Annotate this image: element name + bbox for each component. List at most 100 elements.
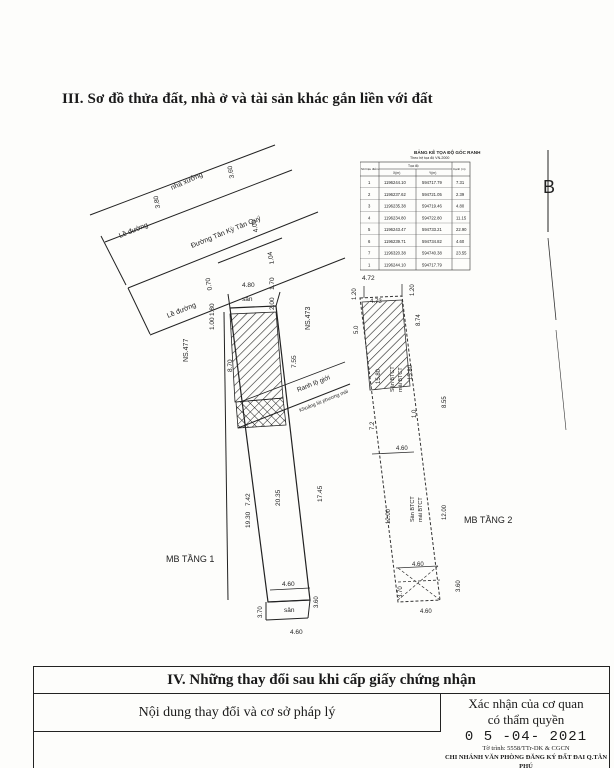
coord-cell-y: 594733.21	[422, 227, 442, 232]
f2-dim-120b: 1.20	[410, 284, 416, 296]
coord-cell-e: 23.55	[456, 251, 467, 256]
dim-170: 1.70	[269, 277, 276, 290]
f2-dim-460b: 4.60	[412, 562, 424, 568]
coord-cell-x: 1196243.47	[384, 227, 406, 232]
coord-header-x: X(m)	[393, 171, 400, 175]
f2-dim-855: 8.55	[442, 396, 448, 408]
label-le-duong-1: Lề đường	[117, 220, 149, 240]
changes-column-header: Nội dung thay đổi và cơ sở pháp lý	[34, 693, 441, 732]
site-plan-drawing: B nhà xưởng Lề đường Đường Tân Kỳ Tân Qu…	[89, 144, 567, 636]
coord-cell-y: 594717.79	[422, 262, 442, 267]
coord-header-edge: Cạnh (m)	[453, 167, 466, 171]
dim-742: 7.42	[245, 493, 252, 506]
dim-1745: 17.45	[317, 485, 324, 502]
coord-cell-p: 1	[368, 262, 371, 267]
f2-dim-472: 4.72	[362, 275, 375, 282]
coord-cell-x: 1196235.38	[384, 204, 406, 209]
coord-cell-x: 1196244.10	[384, 262, 406, 267]
coord-cell-y: 594734.82	[422, 239, 442, 244]
f2-dim-72: 7.2	[370, 421, 376, 430]
coord-header-point: Số hiệu điểm	[361, 167, 379, 171]
label-le-duong-2: Lề đường	[165, 300, 197, 320]
coord-header-coord: Tọa độ	[408, 164, 419, 168]
label-san-top: sân	[242, 296, 253, 303]
coord-cell-x: 1196234.80	[384, 215, 406, 220]
dim-2035: 20.35	[275, 489, 282, 506]
f2-dim-370: 3.70	[398, 586, 404, 598]
label-ns477: NS.477	[183, 339, 190, 362]
dim-380: 3.80	[153, 195, 162, 209]
coord-cell-y: 594719.46	[422, 204, 442, 209]
f2-label-btct2: mái BTCT	[398, 367, 404, 392]
dim-104: 1.04	[267, 251, 276, 265]
coord-cell-e: 2.39	[456, 192, 465, 197]
dim-180: 1.80	[209, 303, 216, 316]
dim-360-f1: 3.60	[314, 596, 320, 608]
coord-cell-p: 4	[368, 215, 371, 220]
coord-cell-e: 4.80	[456, 204, 465, 209]
coord-cell-p: 7	[368, 251, 371, 256]
coord-cell-p: 2	[368, 192, 371, 197]
coord-cell-e: 22.90	[456, 227, 467, 232]
north-indicator: B	[543, 150, 567, 431]
dim-870: 8.70	[227, 359, 234, 372]
coord-header-y: Y(m)	[429, 171, 436, 175]
label-floor2: MB TẦNG 2	[464, 515, 512, 525]
coord-cell-x: 1196237.62	[384, 192, 406, 197]
f2-dim-10: 1.0	[412, 409, 418, 418]
coord-cell-x: 1196239.71	[384, 239, 406, 244]
coord-cell-y: 594722.80	[422, 215, 442, 220]
road-band	[89, 144, 346, 336]
coord-cell-x: 1196244.10	[384, 180, 406, 185]
dim-100: 1.00	[209, 317, 216, 330]
f2-dim-1580a: 15.80	[376, 368, 382, 384]
f2-dim-460a: 4.60	[396, 446, 408, 452]
f2-dim-1580b: 15.80	[408, 364, 414, 380]
coord-table-title: BẢNG KÊ TỌA ĐỘ GÓC RANH	[414, 148, 481, 155]
f2-dim-360: 3.60	[456, 580, 462, 592]
f2-label-btct1: Sân BTCT	[390, 366, 396, 392]
coord-cell-p: 6	[368, 239, 371, 244]
confirmation-header-line2: có thẩm quyền	[487, 712, 565, 727]
f2-dim-473: 4.73	[370, 299, 382, 305]
label-ranh-lo-gioi: Ranh lộ giới	[296, 374, 331, 394]
stamp-organization: CHI NHÁNH VĂN PHÒNG ĐĂNG KÝ ĐẤT ĐAI Q.TÂ…	[444, 754, 608, 770]
coord-cell-e: 4.60	[456, 239, 465, 244]
dim-1930: 19.30	[245, 511, 252, 528]
f2-dim-120a: 1.20	[352, 288, 358, 300]
dim-070: 0.70	[205, 277, 214, 291]
coord-cell-y: 594717.79	[422, 180, 442, 185]
coord-cell-e: 11.15	[456, 215, 467, 220]
coord-cell-y: 594740.38	[422, 251, 442, 256]
stamp-note: Tờ trình: 5558/TTr-DK & CGCN	[482, 745, 570, 752]
coord-table-subtitle: Theo hệ tọa độ VN-2000	[410, 156, 449, 160]
floor2-plot	[359, 284, 441, 603]
section-4-table: IV. Những thay đổi sau khi cấp giấy chứn…	[33, 666, 611, 770]
stamp-date: 0 5 -04- 2021	[464, 729, 588, 745]
confirmation-column: Xác nhận của cơ quan có thẩm quyền 0 5 -…	[441, 693, 611, 770]
coord-cell-p: 1	[368, 180, 371, 185]
f2-dim-874: 8.74	[416, 314, 422, 326]
f2-dim-1200a: 12.00	[386, 508, 392, 524]
confirmation-header-line1: Xác nhận của cơ quan	[468, 696, 584, 711]
section-3-title: III. Sơ đồ thửa đất, nhà ở và tài sản kh…	[62, 91, 433, 107]
coordinate-table: BẢNG KÊ TỌA ĐỘ GÓC RANH Theo hệ tọa độ V…	[360, 148, 481, 271]
coord-cell-x: 1196320.38	[384, 251, 406, 256]
dim-460-f1: 4.60	[282, 581, 295, 588]
f2-label-btct3: Sàn BTCT	[410, 496, 416, 522]
dim-400: 4.00	[251, 219, 260, 233]
coord-cell-p: 5	[368, 227, 371, 232]
dim-460-f1-bottom: 4.60	[290, 629, 303, 636]
f2-dim-460c: 4.60	[420, 609, 432, 615]
north-letter: B	[543, 177, 555, 197]
coord-cell-e: 7.31	[456, 180, 465, 185]
label-floor1: MB TẦNG 1	[166, 554, 214, 564]
dim-360: 3.60	[227, 165, 236, 179]
f2-label-btct4: mái BTCT	[418, 497, 424, 522]
label-san-bottom: sân	[284, 607, 295, 614]
dim-370-f1: 3.70	[258, 606, 264, 618]
label-ns473: NS.473	[305, 307, 312, 330]
dim-755: 7.55	[291, 355, 298, 368]
f2-dim-1200b: 12.00	[442, 504, 448, 520]
